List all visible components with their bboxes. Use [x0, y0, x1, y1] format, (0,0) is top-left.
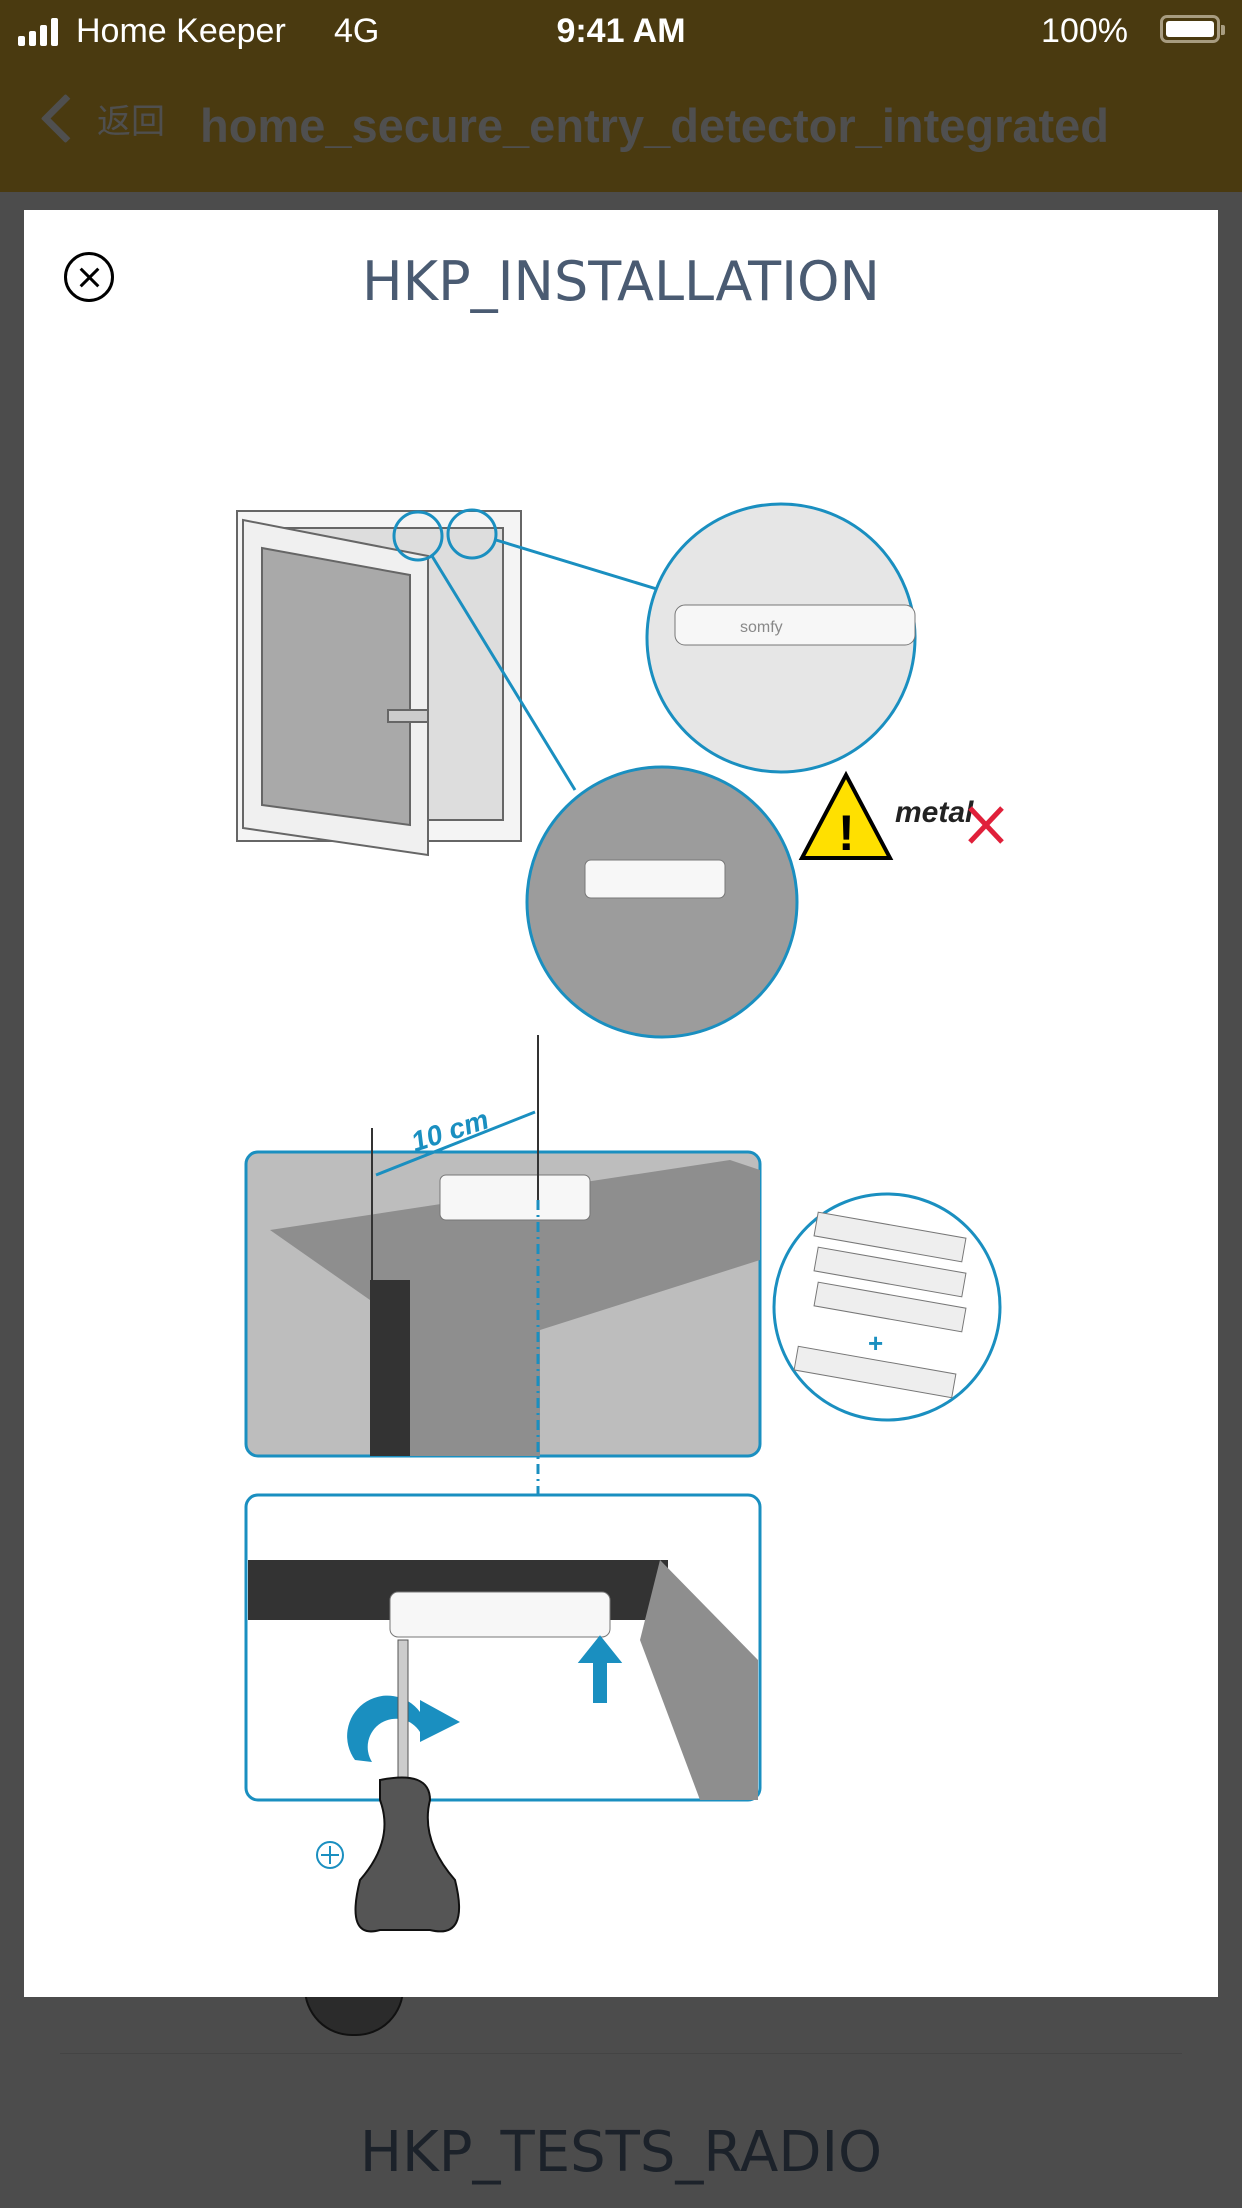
close-icon[interactable] [64, 252, 114, 302]
svg-text:+: + [868, 1328, 883, 1358]
back-button[interactable]: 返回 [36, 93, 165, 144]
metal-label: metal [895, 796, 974, 829]
chevron-left-icon [40, 93, 91, 144]
brand-label: somfy [740, 619, 783, 636]
detail-circle-bottom [525, 765, 799, 1039]
warning-icon: ! [798, 770, 894, 861]
battery-percent: 100% [1041, 12, 1128, 50]
nav-bar: 返回 home_secure_entry_detector_integrated [0, 64, 1242, 192]
carrier-name: Home Keeper [76, 12, 286, 50]
signal-icon [18, 18, 58, 46]
back-label: 返回 [97, 103, 165, 141]
detail-circle-top: somfy [645, 502, 917, 774]
distance-label: 10 cm [407, 1104, 492, 1158]
mounting-panel-top [244, 1150, 762, 1458]
clock: 9:41 AM [556, 12, 686, 50]
section-title: HKP_TESTS_RADIO [359, 2120, 883, 2185]
installation-illustration: somfy ! metal 10 cm + [236, 502, 1004, 1933]
prohibited-icon [968, 806, 1004, 844]
rotate-arrow-icon [347, 1695, 460, 1762]
status-bar: Home Keeper 4G 9:41 AM 100% [0, 0, 1242, 64]
screwdriver [354, 1639, 461, 1933]
detector-parts-circle: + [772, 1192, 1002, 1422]
detail-callouts [392, 508, 661, 791]
phillips-icon [316, 1841, 344, 1869]
battery-icon [1160, 15, 1225, 43]
divider [60, 2053, 1182, 2054]
mounting-panel-bottom [244, 1493, 762, 1802]
svg-text:!: ! [838, 805, 855, 861]
page-title: home_secure_entry_detector_integrated [200, 99, 1110, 152]
distance-arrow [375, 1110, 536, 1177]
network-type: 4G [334, 12, 380, 50]
installation-modal: HKP_INSTALLATION somfy ! metal [24, 210, 1218, 1997]
modal-title: HKP_INSTALLATION [362, 250, 880, 313]
window-illustration [236, 510, 522, 857]
